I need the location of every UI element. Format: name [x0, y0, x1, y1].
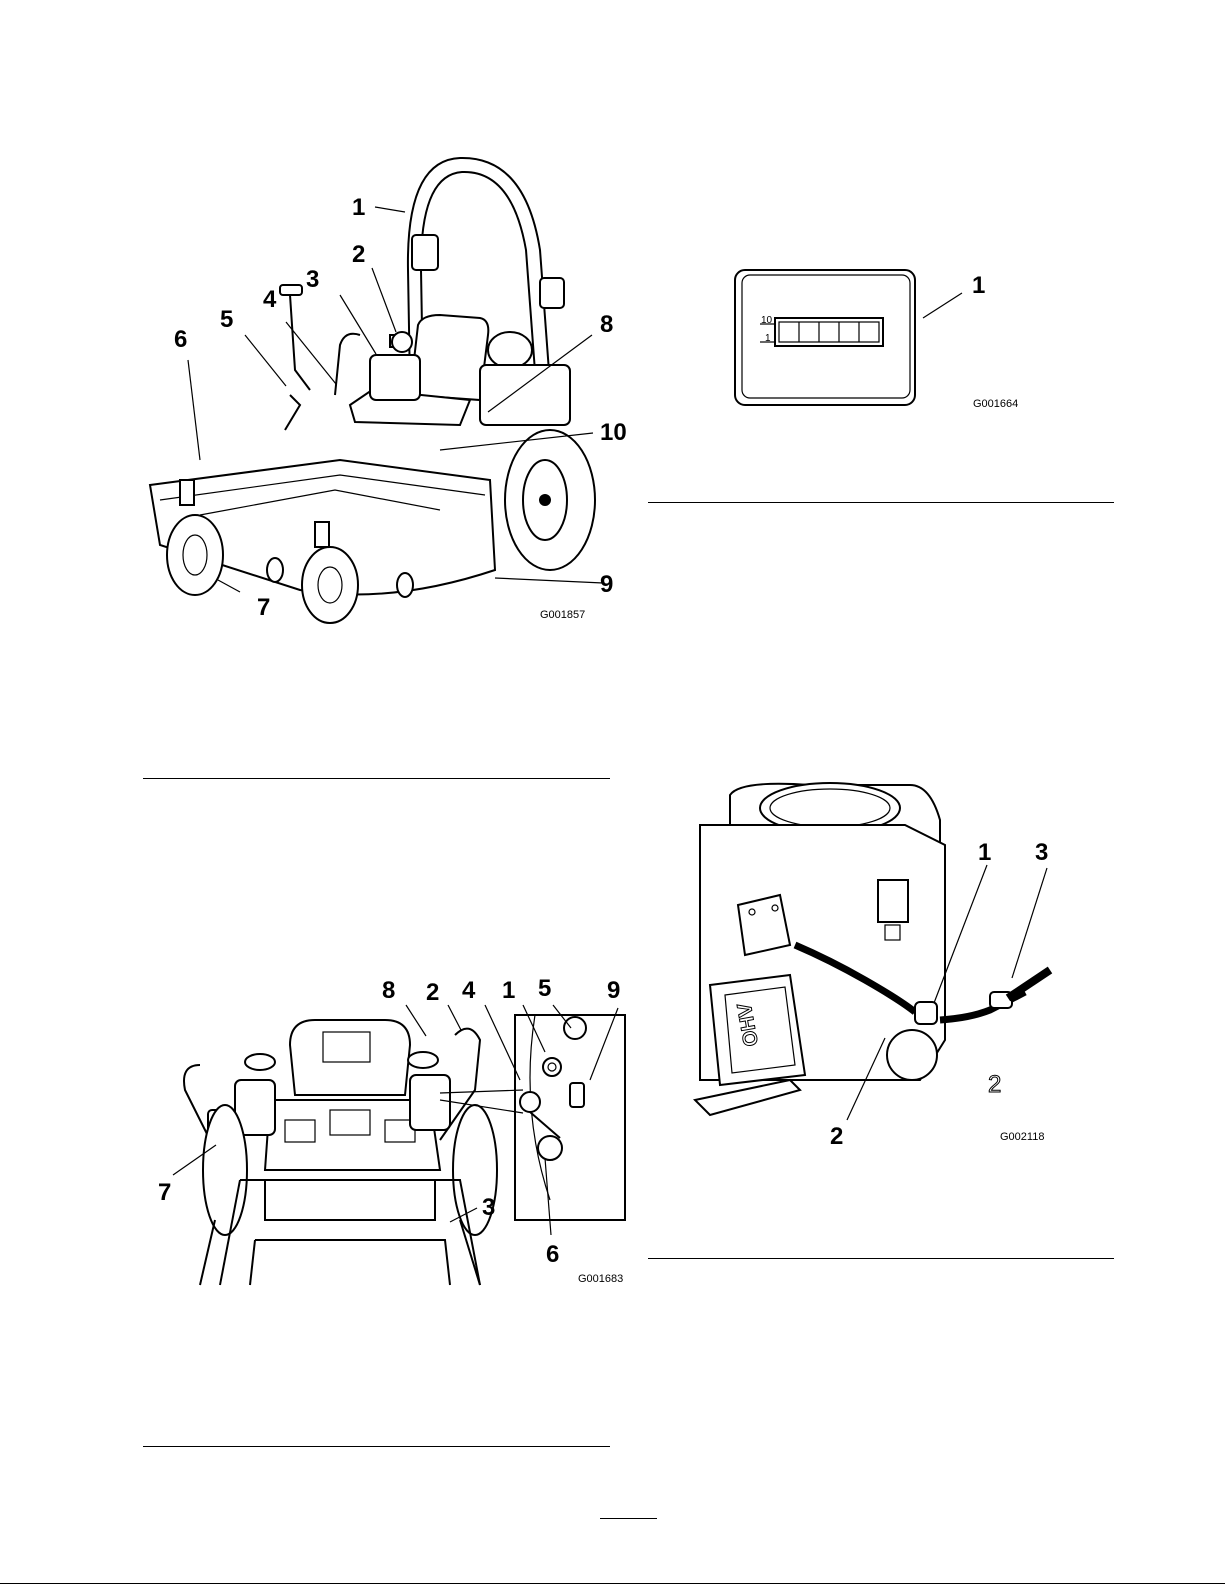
mower-figure: 1 2 3 4 5 6 7 8 9 10 G001857	[140, 150, 620, 630]
callout-3: 3	[482, 1194, 495, 1221]
callout-8: 8	[600, 311, 613, 338]
page-footer-line	[600, 1518, 657, 1519]
callout-6: 6	[174, 326, 187, 353]
callout-2-outline: 2	[988, 1071, 1001, 1098]
controls-figure: 8 2 4 1 5 9 7 3 6 G001683	[140, 970, 640, 1290]
callout-1: 1	[502, 977, 515, 1004]
scale-bottom: 1	[765, 333, 771, 344]
divider	[648, 502, 1114, 503]
scale-top: 10	[761, 315, 773, 326]
callout-4: 4	[462, 977, 476, 1004]
callout-6: 6	[546, 1241, 559, 1268]
callout-9: 9	[607, 977, 620, 1004]
callout-7: 7	[257, 594, 270, 621]
callout-3: 3	[306, 266, 319, 293]
callout-2: 2	[426, 979, 439, 1006]
callout-1: 1	[352, 194, 365, 221]
callout-3: 3	[1035, 839, 1048, 866]
callout-4: 4	[263, 286, 277, 313]
divider	[648, 1258, 1114, 1259]
page-bottom-border	[0, 1583, 1225, 1584]
callout-9: 9	[600, 571, 613, 598]
figure-code: G001683	[578, 1273, 623, 1285]
callout-10: 10	[600, 419, 627, 446]
fuel-figure: OHV 1 3 2 2 G002118	[690, 780, 1090, 1150]
hourmeter-figure: 10 1 1 G001664	[730, 265, 1030, 415]
callout-8: 8	[382, 977, 395, 1004]
divider	[143, 778, 610, 779]
callout-2: 2	[830, 1123, 843, 1150]
callout-2: 2	[352, 241, 365, 268]
figure-code: G001857	[540, 609, 585, 621]
callout-1: 1	[972, 272, 985, 299]
callout-5: 5	[220, 306, 233, 333]
figure-code: G002118	[1000, 1131, 1044, 1143]
callout-5: 5	[538, 975, 551, 1002]
figure-code: G001664	[973, 398, 1018, 410]
callout-7: 7	[158, 1179, 171, 1206]
divider	[143, 1446, 610, 1447]
callout-1: 1	[978, 839, 991, 866]
